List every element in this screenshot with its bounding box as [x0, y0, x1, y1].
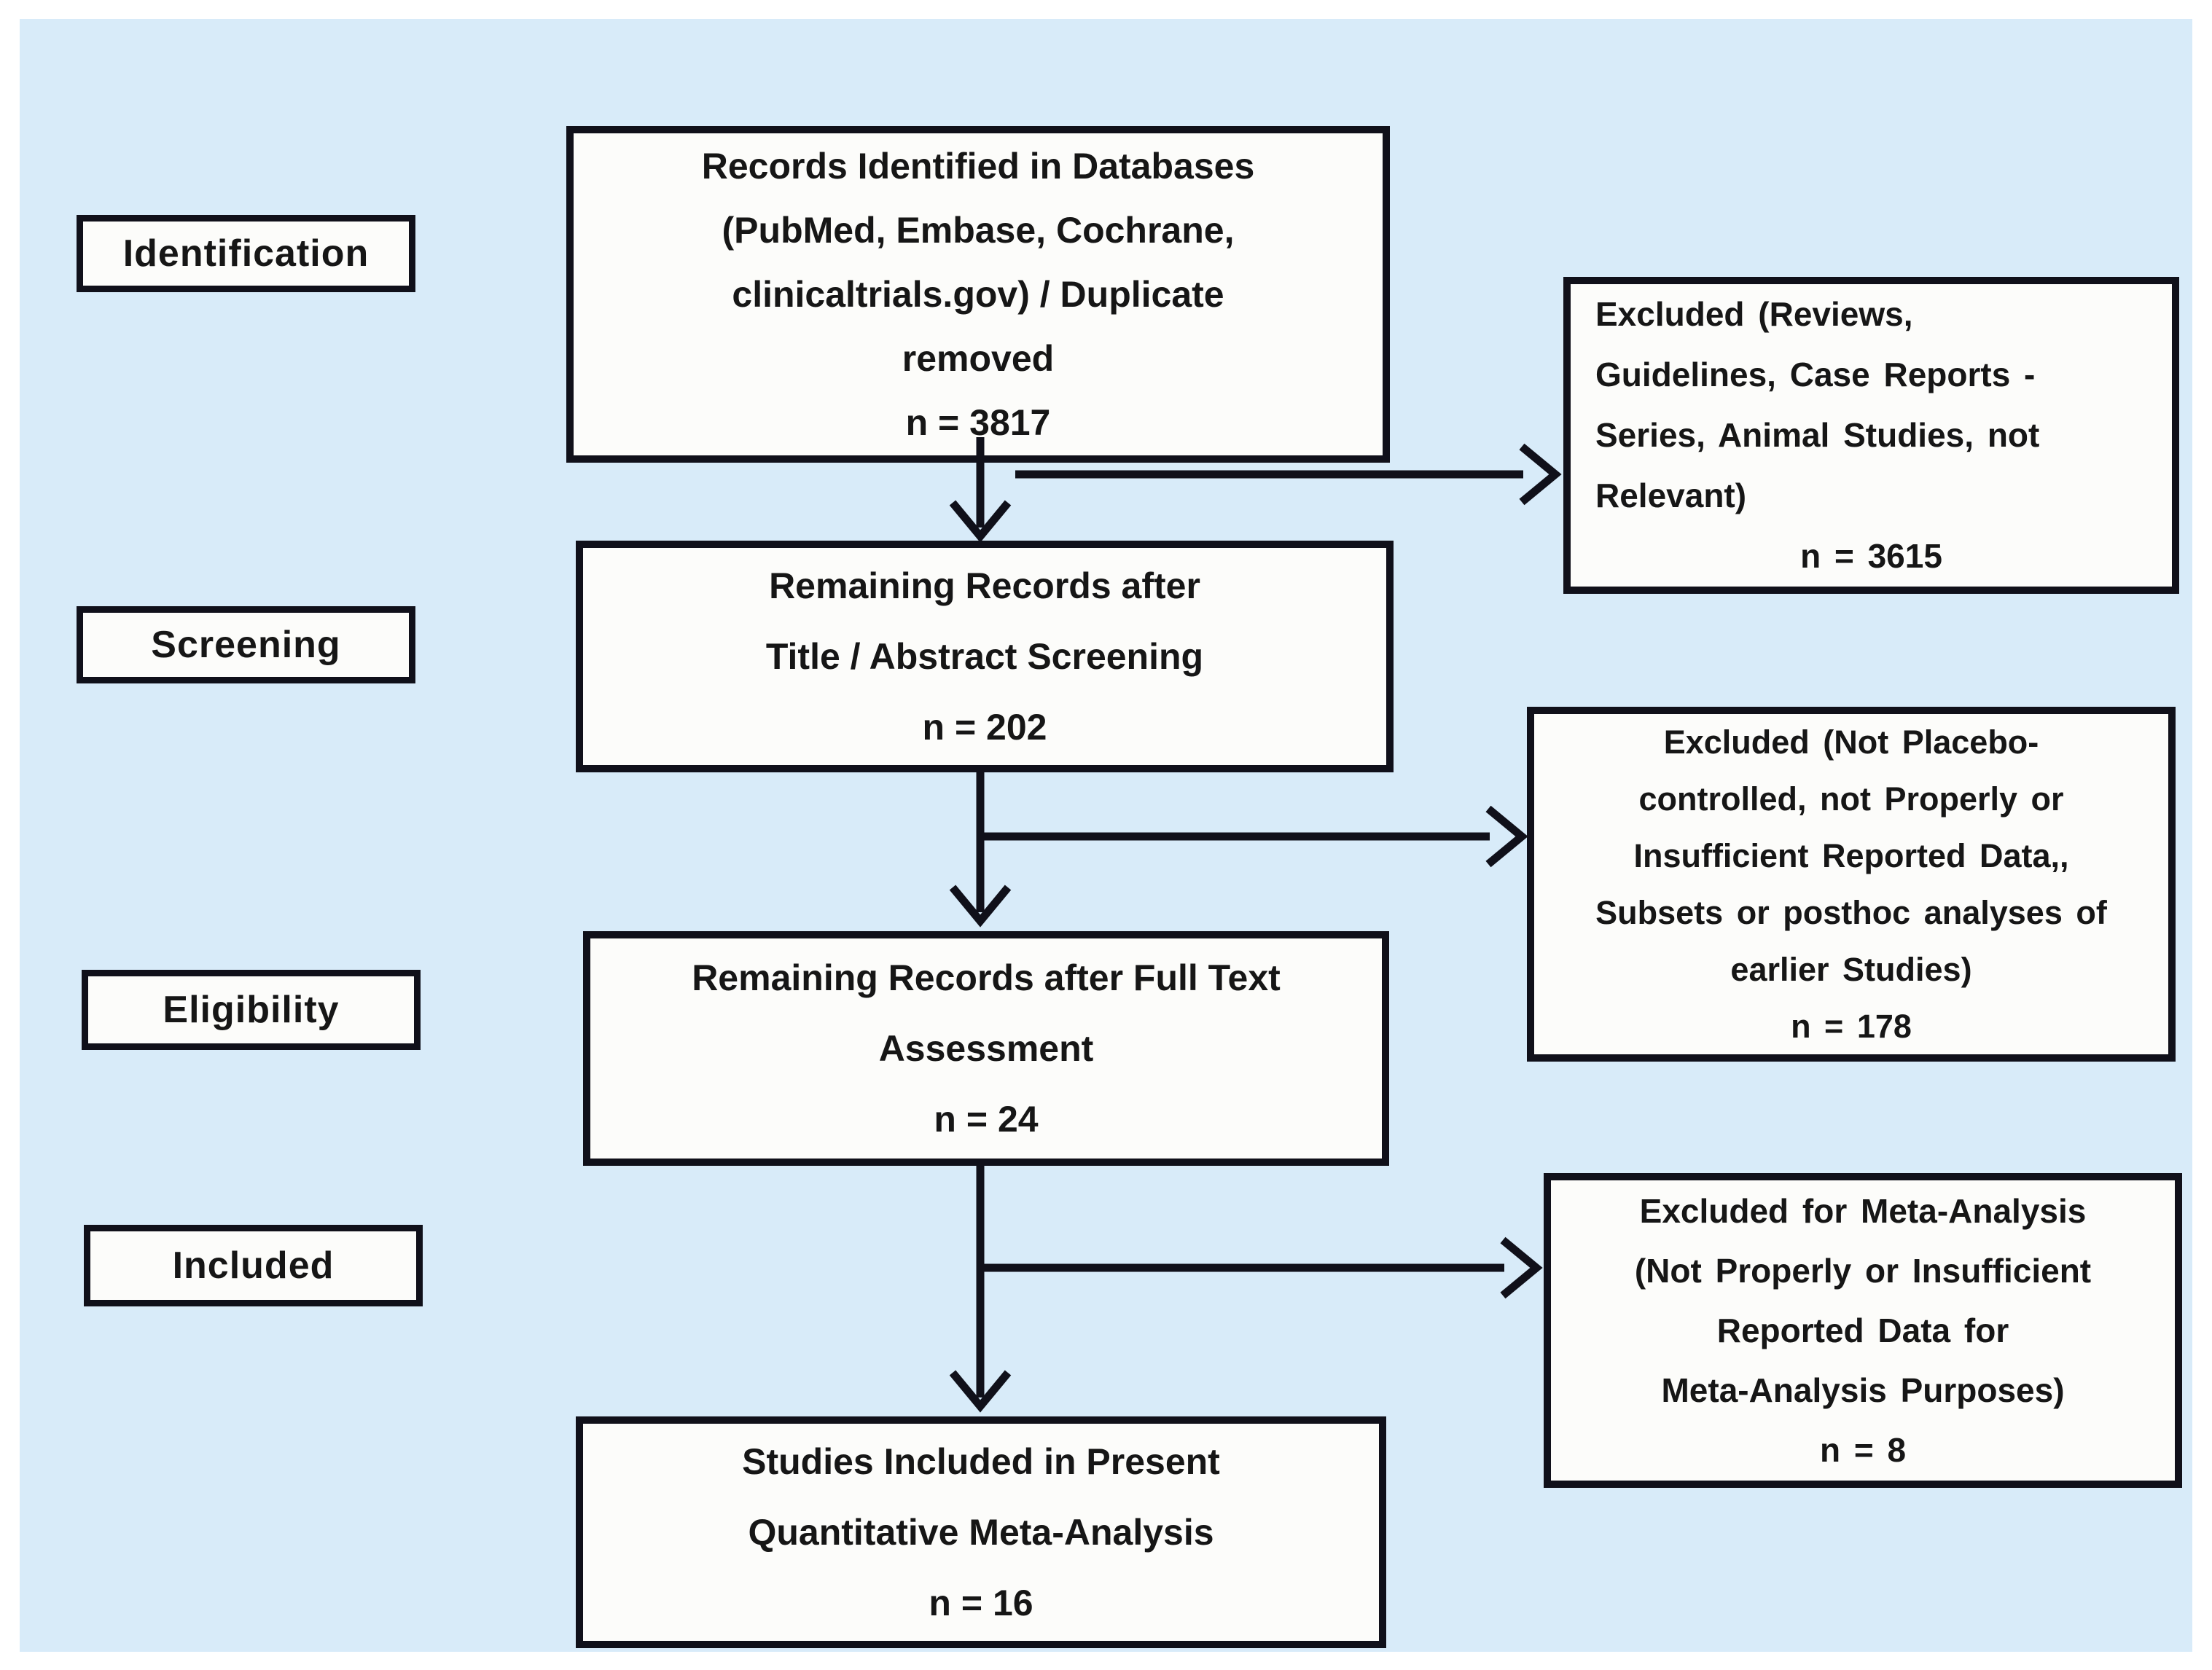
arrow-screened-to-excluded-fulltext: [982, 805, 1528, 868]
stage-label-identification: Identification: [122, 232, 370, 275]
exclusion-text: Excluded (Reviews, Guidelines, Case Repo…: [1595, 295, 2040, 514]
count-label: n = 8: [1819, 1431, 1907, 1469]
arrow-screened-to-fulltext: [949, 769, 1012, 928]
flow-box-included-studies: Studies Included in Present Quantitative…: [576, 1416, 1386, 1648]
flow-box-full-text-assessment: Remaining Records after Full Text Assess…: [583, 931, 1389, 1166]
count-label: n = 202: [922, 706, 1047, 748]
flow-box-records-identified: Records Identified in Databases (PubMed,…: [566, 126, 1390, 463]
stage-label-included: Included: [172, 1244, 335, 1287]
exclusion-box-screening: Excluded (Reviews, Guidelines, Case Repo…: [1563, 277, 2179, 594]
flow-box-text: Studies Included in Present Quantitative…: [742, 1440, 1220, 1553]
exclusion-text: Excluded (Not Placebo- controlled, not P…: [1595, 723, 2107, 988]
flow-box-text: Remaining Records after Title / Abstract…: [765, 565, 1204, 677]
stage-box-included: Included: [84, 1225, 423, 1306]
exclusion-box-full-text: Excluded (Not Placebo- controlled, not P…: [1527, 707, 2176, 1062]
stage-box-eligibility: Eligibility: [82, 970, 421, 1050]
arrow-fulltext-to-excluded-meta: [982, 1236, 1543, 1299]
count-label: n = 3615: [1800, 537, 1942, 575]
count-label: n = 178: [1791, 1007, 1912, 1045]
exclusion-box-meta-analysis: Excluded for Meta-Analysis (Not Properly…: [1544, 1173, 2182, 1488]
flow-box-text: Records Identified in Databases (PubMed,…: [701, 146, 1255, 379]
arrow-identified-to-excluded-screening: [1015, 443, 1562, 506]
arrow-fulltext-to-included: [949, 1164, 1012, 1413]
flow-box-text: Remaining Records after Full Text Assess…: [692, 957, 1281, 1069]
exclusion-text: Excluded for Meta-Analysis (Not Properly…: [1634, 1192, 2092, 1409]
count-label: n = 3817: [905, 402, 1051, 443]
stage-label-screening: Screening: [151, 624, 341, 666]
flow-box-title-abstract-screening: Remaining Records after Title / Abstract…: [576, 541, 1394, 772]
stage-box-identification: Identification: [77, 215, 415, 292]
arrow-identified-to-screened: [949, 437, 1012, 543]
stage-box-screening: Screening: [77, 606, 415, 683]
stage-label-eligibility: Eligibility: [163, 989, 340, 1031]
count-label: n = 24: [934, 1098, 1039, 1140]
count-label: n = 16: [929, 1582, 1033, 1623]
